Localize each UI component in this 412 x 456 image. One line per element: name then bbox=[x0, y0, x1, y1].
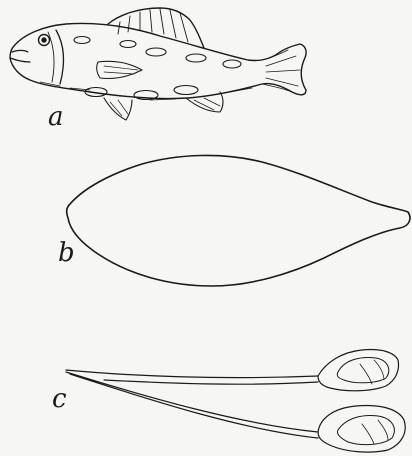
fish-ventral-fin bbox=[104, 98, 132, 120]
figure-label-c: c bbox=[52, 386, 67, 412]
lower-stalk bbox=[66, 372, 318, 438]
fish-gill bbox=[56, 30, 63, 84]
lower-capsule bbox=[318, 406, 405, 453]
stalked-forms bbox=[66, 349, 405, 452]
outline-shape bbox=[67, 155, 410, 286]
fish-anal-fin bbox=[186, 92, 223, 112]
figure-label-b: b bbox=[58, 240, 75, 266]
upper-capsule bbox=[318, 349, 399, 390]
fish-spots bbox=[74, 37, 241, 100]
figure-label-a: a bbox=[48, 104, 64, 130]
upper-stalk bbox=[66, 370, 318, 384]
